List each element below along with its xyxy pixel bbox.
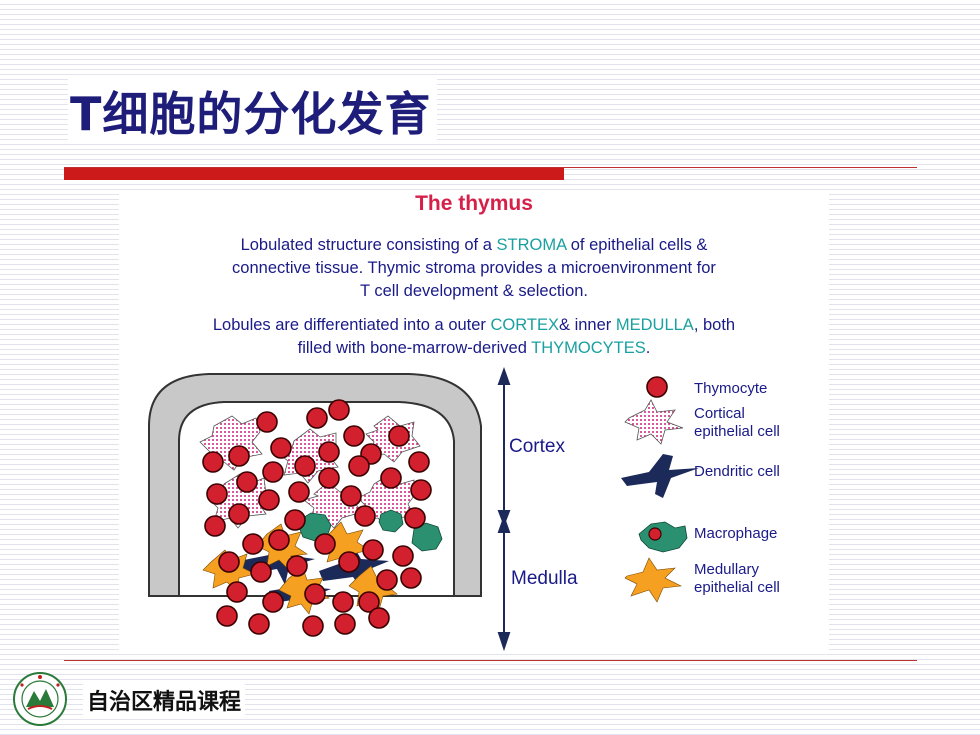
legend-thymocyte-label: Thymocyte <box>694 380 767 397</box>
legend-macrophage-nucleus <box>648 527 662 541</box>
figure-paragraph-1: Lobulated structure consisting of a STRO… <box>129 234 819 303</box>
legend-medullary-label-1: Medullary <box>694 561 760 578</box>
legend-cortical-label-1: Cortical <box>694 405 745 422</box>
university-seal-logo <box>13 672 67 726</box>
slide-title: T细胞的分化发育 <box>68 78 438 144</box>
title-underline <box>64 167 917 168</box>
figure-paragraph-2: Lobules are differentiated into a outer … <box>119 314 829 360</box>
legend-cortical-swatch <box>624 399 684 445</box>
keyword-stroma: STROMA <box>496 236 567 254</box>
cortex-label: Cortex <box>509 436 565 457</box>
keyword-thymocytes: THYMOCYTES <box>531 339 646 357</box>
figure-heading: The thymus <box>415 192 533 215</box>
lobule-capsule <box>148 373 482 597</box>
legend-cortical-label-2: epithelial cell <box>694 423 780 440</box>
legend: Thymocyte Cortical epithelial cell Dendr… <box>621 376 780 603</box>
text-run: , both <box>693 316 736 334</box>
thymocytes <box>202 399 432 637</box>
legend-macrophage-label: Macrophage <box>694 525 777 542</box>
medulla-label: Medulla <box>511 568 578 589</box>
footer-rule <box>64 660 917 661</box>
course-label: 自治区精品课程 <box>83 684 246 716</box>
title-accent-bar <box>64 168 564 180</box>
legend-medullary-label-2: epithelial cell <box>694 579 780 596</box>
text-run: Lobules are differentiated into a outer <box>212 316 491 334</box>
legend-dendritic-swatch <box>621 454 699 498</box>
text-run: of epithelial cells & <box>566 236 708 254</box>
text-run: T cell development & selection. <box>359 282 589 300</box>
region-arrows <box>497 367 511 652</box>
text-run: Lobulated structure consisting of a <box>240 236 497 254</box>
keyword-cortex: CORTEX <box>490 316 559 334</box>
legend-macrophage-swatch <box>638 521 688 553</box>
text-run: . <box>645 339 651 357</box>
text-run: filled with bone-marrow-derived <box>297 339 532 357</box>
legend-medullary-swatch <box>624 557 683 603</box>
text-run: connective tissue. Thymic stroma provide… <box>232 259 716 277</box>
thymus-lobule-diagram: Cortex Medulla Thymocyte Cortical epithe… <box>148 367 780 652</box>
legend-dendritic-label: Dendritic cell <box>694 463 780 480</box>
thymus-figure: The thymus Lobulated structure consistin… <box>119 190 829 653</box>
text-run: & inner <box>558 316 616 334</box>
legend-thymocyte-swatch <box>646 376 668 398</box>
keyword-medulla: MEDULLA <box>615 316 694 334</box>
